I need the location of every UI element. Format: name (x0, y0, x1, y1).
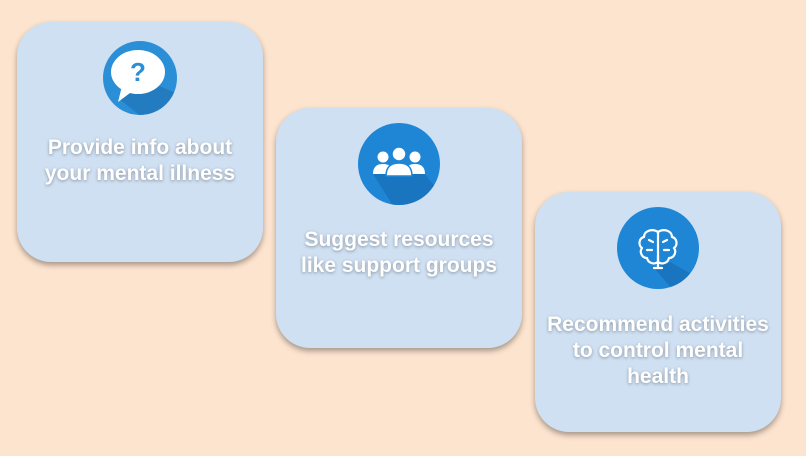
svg-text:?: ? (130, 57, 146, 87)
resources-card: Suggest resources like support groups (276, 108, 522, 348)
activities-card: Recommend activities to control mental h… (535, 192, 781, 432)
card-text: Provide info about your mental illness (44, 136, 236, 185)
card-text: Recommend activities to control mental h… (547, 313, 769, 388)
brain-icon (616, 206, 700, 290)
card-text: Suggest resources like support groups (300, 228, 497, 277)
group-people-icon (357, 122, 441, 206)
info-card: ? Provide info about your mental illness (17, 22, 263, 262)
question-speech-bubble-icon: ? (98, 36, 182, 120)
